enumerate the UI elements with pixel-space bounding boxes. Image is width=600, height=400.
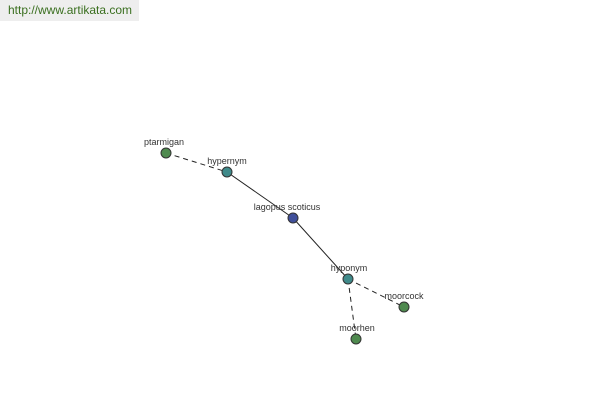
node-moorhen[interactable] [350,333,362,345]
edge-ptarmigan-hypernym [165,152,228,173]
label-moorcock: moorcock [384,291,424,301]
node-hypernym[interactable] [221,166,233,178]
label-ptarmigan: ptarmigan [144,137,184,147]
edge-hyponym-moorcock [347,278,405,308]
source-url-banner[interactable]: http://www.artikata.com [0,0,139,21]
label-hypernym: hypernym [207,156,247,166]
node-moorcock[interactable] [398,301,410,313]
edge-hyponym-moorhen [347,278,357,340]
node-center[interactable] [287,212,299,224]
label-center: lagopus scoticus [254,202,321,212]
edge-hypernym-center [226,171,294,219]
label-hyponym: hyponym [331,263,368,273]
node-hyponym[interactable] [342,273,354,285]
label-moorhen: moorhen [339,323,375,333]
node-ptarmigan[interactable] [160,147,172,159]
edge-center-hyponym [292,217,349,280]
